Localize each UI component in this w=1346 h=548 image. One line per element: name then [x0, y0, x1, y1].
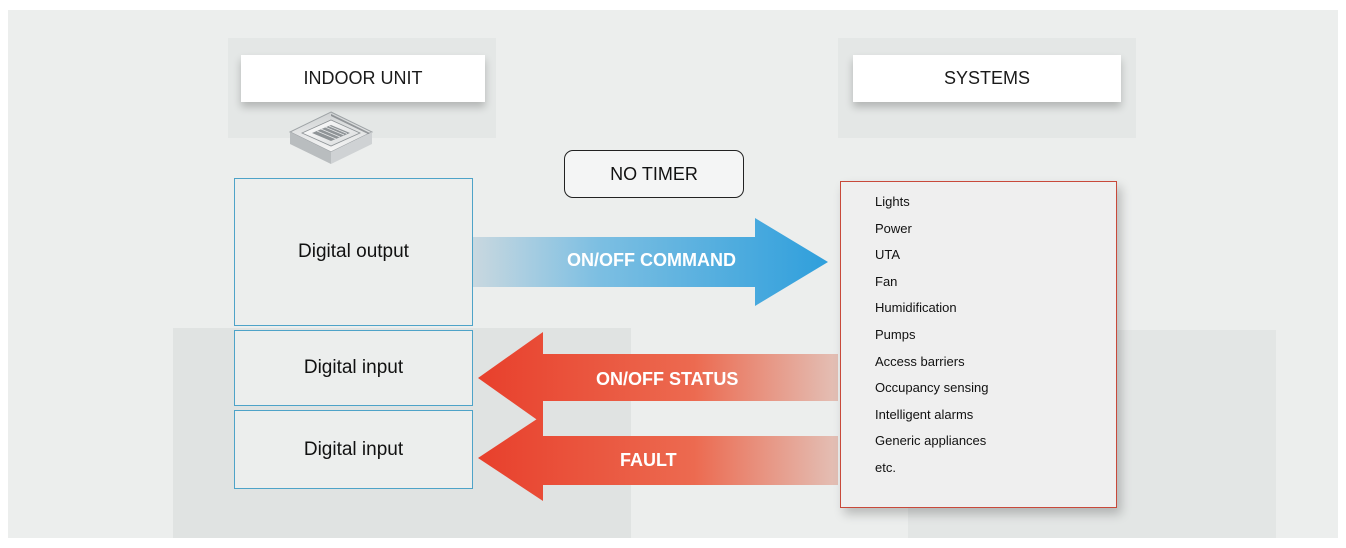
digital-output-box: Digital output: [234, 178, 473, 326]
list-item: Generic appliances: [875, 433, 987, 449]
list-item: Power: [875, 220, 912, 236]
list-item: etc.: [875, 459, 896, 475]
digital-input-fault-box: Digital input: [234, 410, 473, 489]
cassette-ac-unit-icon: [288, 111, 374, 164]
fault-label: FAULT: [620, 450, 677, 470]
digital-input-status-box: Digital input: [234, 330, 473, 406]
list-item: Lights: [875, 194, 910, 209]
list-item: Fan: [875, 273, 898, 289]
on-off-command-label: ON/OFF COMMAND: [567, 250, 736, 270]
on-off-status-arrow: [478, 332, 838, 424]
no-timer-box: NO TIMER: [564, 150, 744, 198]
list-item: Access barriers: [875, 353, 965, 369]
list-item: Humidification: [875, 300, 957, 316]
list-item: Occupancy sensing: [875, 380, 989, 396]
on-off-command-arrow: [473, 218, 828, 306]
systems-header: SYSTEMS: [853, 55, 1121, 102]
on-off-status-label: ON/OFF STATUS: [596, 369, 739, 389]
list-item: Pumps: [875, 326, 916, 342]
diagram-canvas: INDOOR UNIT SYSTEMS NO TIMER Digital out…: [8, 10, 1338, 538]
systems-list-box: Lights Power UTA Fan Humidification Pump…: [840, 181, 1117, 508]
list-item: Intelligent alarms: [875, 406, 974, 422]
fault-arrow: [478, 415, 838, 501]
signal-arrows: [473, 218, 838, 501]
indoor-unit-header: INDOOR UNIT: [241, 55, 485, 102]
list-item: UTA: [875, 247, 901, 263]
